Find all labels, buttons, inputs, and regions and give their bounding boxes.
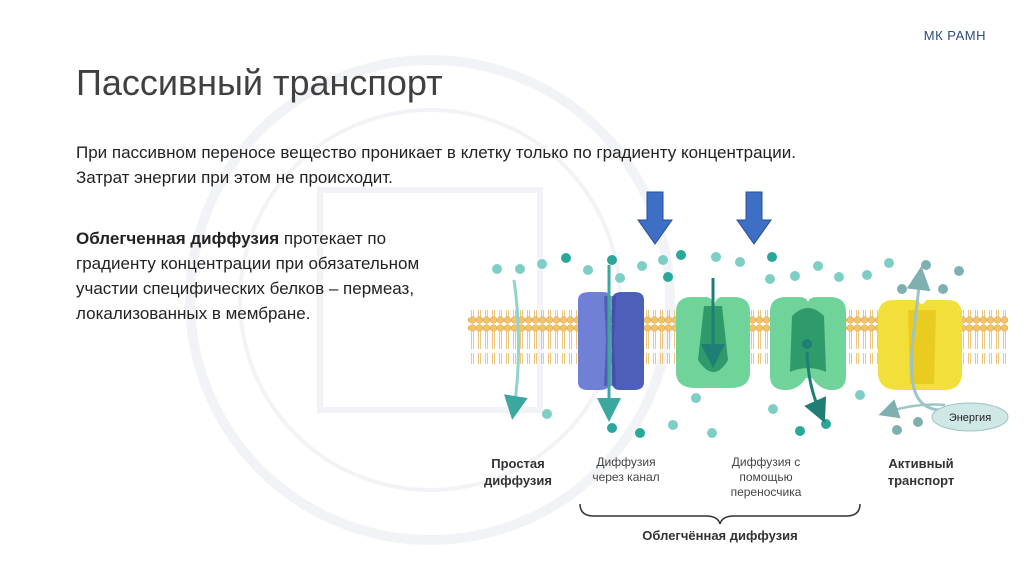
carrier-protein-closed bbox=[770, 297, 846, 390]
brand-label: МК РАМН bbox=[923, 28, 986, 43]
gradient-arrow-left-icon bbox=[637, 191, 673, 245]
channel-label-1: Диффузия bbox=[596, 455, 655, 469]
carrier-label-1: Диффузия с bbox=[732, 455, 800, 469]
intro-text: При пассивном переносе вещество проникае… bbox=[76, 140, 796, 190]
active-transport-protein bbox=[878, 300, 962, 390]
energy-label: Энергия bbox=[949, 412, 991, 424]
carrier-arrow-2 bbox=[804, 351, 827, 423]
energy-badge: Энергия bbox=[931, 402, 1009, 432]
channel-label-2: через канал bbox=[592, 470, 659, 484]
carrier-label-3: переносчика bbox=[731, 485, 802, 499]
page-title: Пассивный транспорт bbox=[76, 62, 443, 103]
facilitated-paragraph: Облегченная диффузия протекает по градие… bbox=[76, 226, 446, 326]
energy-arrow bbox=[878, 399, 946, 419]
gradient-arrow-right-icon bbox=[736, 191, 772, 245]
intro-line-2: Затрат энергии при этом не происходит. bbox=[76, 168, 393, 187]
carrier-label-2: помощью bbox=[739, 470, 792, 484]
active-transport-label-1: Активный bbox=[888, 456, 953, 471]
active-transport-label-2: транспорт bbox=[888, 473, 955, 488]
channel-protein bbox=[578, 292, 644, 390]
facilitated-description: протекает по градиенту концентрации при … bbox=[76, 229, 420, 323]
simple-diffusion-label-2: диффузия bbox=[484, 473, 552, 488]
simple-diffusion-arrow bbox=[504, 279, 528, 420]
facilitated-bracket bbox=[579, 503, 861, 525]
molecules-outside bbox=[492, 250, 964, 294]
simple-diffusion-label-1: Простая bbox=[491, 456, 544, 471]
molecules-inside bbox=[507, 390, 923, 438]
intro-line-1: При пассивном переносе вещество проникае… bbox=[76, 143, 796, 162]
facilitated-term: Облегченная диффузия bbox=[76, 229, 280, 248]
facilitated-bracket-label: Облегчённая диффузия bbox=[642, 528, 797, 543]
